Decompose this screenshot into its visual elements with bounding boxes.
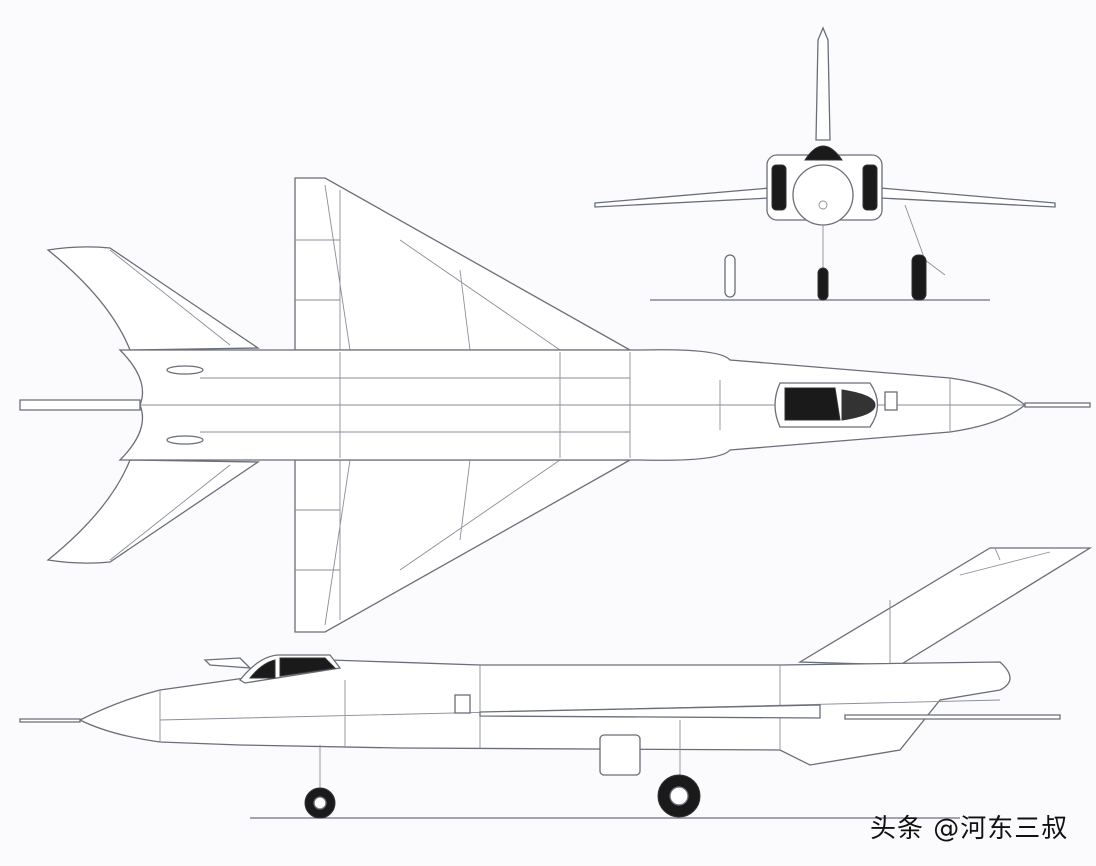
side-fin [797, 547, 1093, 666]
top-view [19, 177, 1091, 633]
upper-stabilizer [46, 246, 261, 351]
upper-wing [294, 177, 633, 351]
watermark: 头条 @河东三叔 [870, 814, 1069, 844]
front-fin [815, 26, 831, 141]
lower-wing [294, 459, 633, 633]
front-view [594, 26, 1056, 301]
side-view [19, 547, 1093, 819]
side-wing [479, 704, 821, 719]
lower-stabilizer [46, 459, 261, 564]
